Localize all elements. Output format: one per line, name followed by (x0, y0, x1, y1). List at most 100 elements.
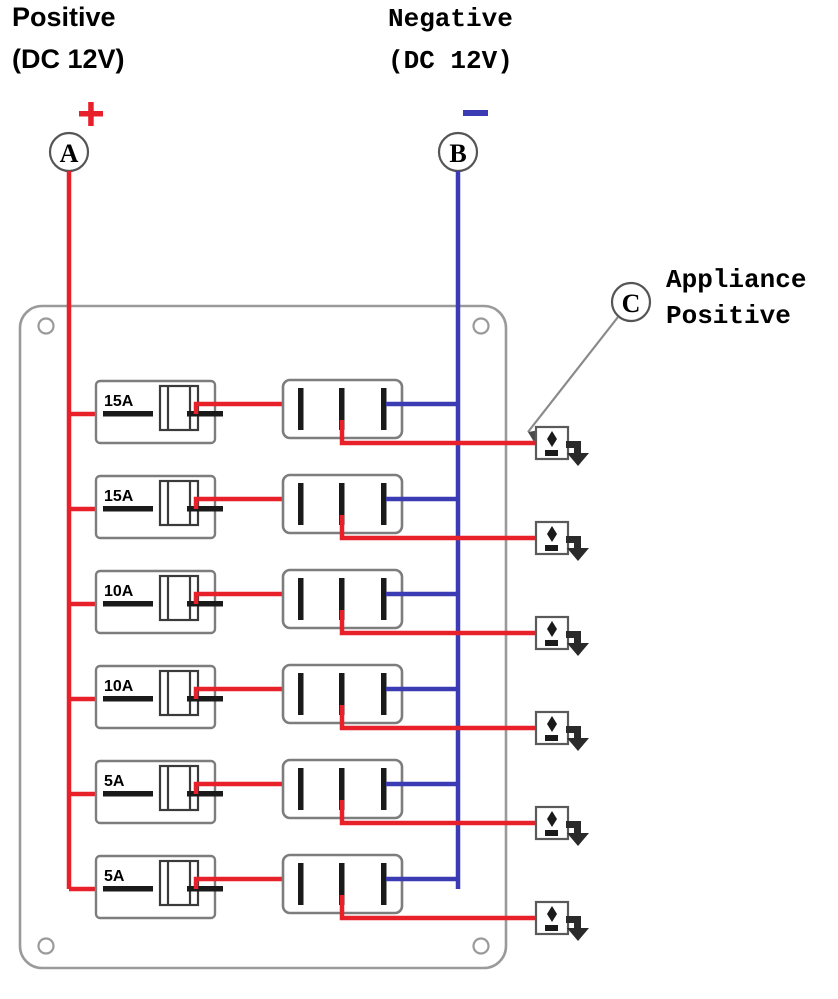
switch-pin-middle (339, 388, 345, 430)
switch-pin-left (298, 768, 304, 810)
appliance-label-line1: Appliance (666, 265, 806, 295)
fuse-to-switch-wire (193, 591, 300, 604)
fuse-terminal-left (103, 411, 153, 417)
appliance-connector-icon[interactable] (534, 520, 589, 561)
switch-to-appliance-wire (339, 800, 538, 826)
switch-pin-left (298, 388, 304, 430)
fuse-holder[interactable]: 10A (94, 664, 223, 730)
switch-pin-middle (339, 483, 345, 525)
label-negative-source: Negative (DC 12V) (388, 4, 513, 76)
fuse-to-switch-wire (193, 496, 300, 509)
plus-sign-icon (79, 102, 103, 126)
appliance-connector-icon[interactable] (534, 805, 589, 846)
appliance-connector-icon[interactable] (534, 425, 589, 466)
appliance-leader-line (527, 316, 619, 433)
connector-pin-lower (545, 450, 558, 456)
terminal-marker-b-letter: B (449, 139, 466, 168)
circuit-row: 5A (69, 853, 589, 941)
fuse-holder[interactable]: 5A (94, 759, 223, 825)
switch-pin-right (381, 388, 387, 430)
fuse-holder[interactable]: 15A (94, 474, 223, 540)
fuse-holder[interactable]: 5A (94, 854, 223, 920)
terminal-marker-a: A (48, 131, 90, 173)
fuse-terminal-right (187, 886, 223, 892)
fuse-to-switch-wire (193, 781, 300, 794)
connector-pin-upper (547, 526, 557, 542)
fuse-terminal-right (187, 411, 223, 417)
appliance-connector-icon[interactable] (534, 615, 589, 656)
fuse-to-switch-wire (193, 401, 300, 414)
fuse-rating-label: 10A (104, 583, 134, 600)
switch-to-appliance-wire (339, 610, 538, 636)
connector-pin-lower (545, 545, 558, 551)
switch-pin-left (298, 863, 304, 905)
plug-arrow-icon (566, 536, 589, 561)
connector-pin-lower (545, 735, 558, 741)
connector-pin-upper (547, 621, 557, 637)
fuse-rating-label: 5A (104, 868, 125, 885)
plug-arrow-icon (566, 441, 589, 466)
rocker-switch[interactable] (281, 663, 404, 725)
fuse-terminal-left (103, 886, 153, 892)
fuse-to-switch-wire (193, 686, 300, 699)
switch-to-appliance-wire (339, 420, 538, 446)
fuse-rating-label: 5A (104, 773, 125, 790)
switch-pin-right (381, 768, 387, 810)
switch-pin-middle (339, 578, 345, 620)
connector-pin-upper (547, 716, 557, 732)
screw-hole-bottom-right (472, 937, 490, 955)
circuit-row: 10A (69, 663, 589, 751)
minus-sign-icon (463, 110, 488, 116)
screw-hole-bottom-left (37, 937, 55, 955)
fuse-terminal-right (187, 791, 223, 797)
switch-pin-right (381, 673, 387, 715)
switch-pin-middle (339, 768, 345, 810)
negative-label-name: Negative (388, 4, 513, 34)
positive-label-spec: (DC 12V) (12, 44, 125, 74)
appliance-connector-icon[interactable] (534, 710, 589, 751)
switch-pin-middle (339, 673, 345, 715)
circuit-row: 5A (69, 758, 589, 846)
switch-pin-left (298, 483, 304, 525)
terminal-marker-a-letter: A (60, 139, 79, 168)
terminal-marker-b: B (437, 131, 479, 173)
fuse-rating-label: 15A (104, 488, 134, 505)
appliance-connector-icon[interactable] (534, 900, 589, 941)
switch-pin-right (381, 483, 387, 525)
plug-arrow-icon (566, 916, 589, 941)
label-positive-source: Positive (DC 12V) (12, 2, 125, 74)
circuit-row: 10A (69, 568, 589, 656)
fuse-terminal-left (103, 601, 153, 607)
panel-screw-holes (37, 317, 490, 955)
fuse-terminal-left (103, 696, 153, 702)
terminal-marker-c: C (610, 281, 652, 323)
connector-pin-upper (547, 431, 557, 447)
connector-pin-lower (545, 830, 558, 836)
connector-pin-lower (545, 640, 558, 646)
switch-to-appliance-wire (339, 515, 538, 541)
fuse-to-switch-wire (193, 876, 300, 889)
fuse-terminal-right (187, 506, 223, 512)
switch-pin-left (298, 673, 304, 715)
fuse-holder[interactable]: 15A (94, 379, 223, 445)
appliance-label-line2: Positive (666, 301, 791, 331)
fuse-holder[interactable]: 10A (94, 569, 223, 635)
screw-hole-top-right (472, 317, 490, 335)
connector-pin-upper (547, 811, 557, 827)
fuse-rating-label: 10A (104, 678, 134, 695)
circuit-row: 15A (69, 378, 589, 466)
plug-arrow-icon (566, 631, 589, 656)
switch-pin-right (381, 863, 387, 905)
circuit-row: 15A (69, 473, 589, 561)
plug-arrow-icon (566, 726, 589, 751)
connector-pin-upper (547, 906, 557, 922)
switch-pin-middle (339, 863, 345, 905)
negative-label-spec: (DC 12V) (388, 46, 513, 76)
fuse-terminal-right (187, 601, 223, 607)
label-appliance-positive: Appliance Positive (666, 265, 806, 331)
switch-to-appliance-wire (339, 705, 538, 731)
connector-pin-lower (545, 925, 558, 931)
plug-arrow-icon (566, 821, 589, 846)
